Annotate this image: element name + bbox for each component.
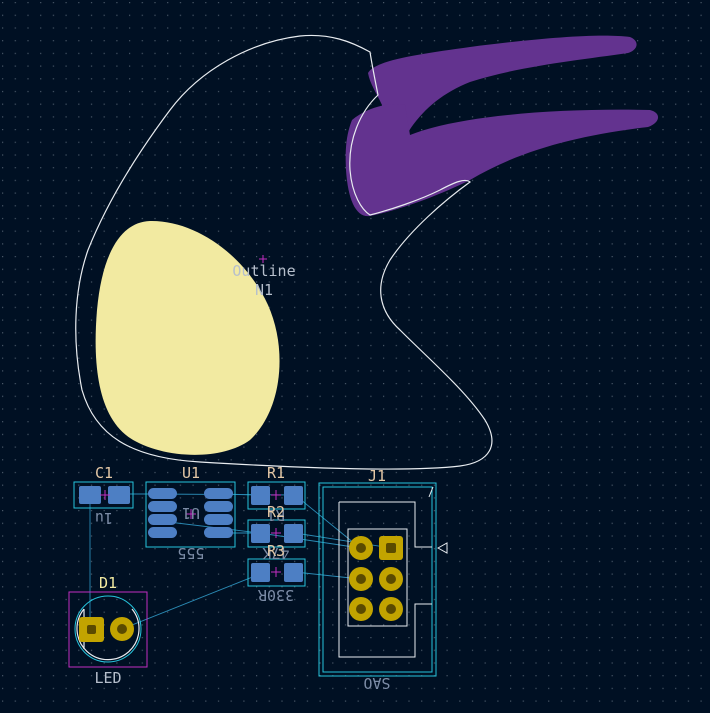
outline-ref-label: N1 <box>255 281 273 299</box>
u1-pad-1[interactable] <box>148 488 177 499</box>
u1-pad-7[interactable] <box>204 514 233 525</box>
u1-ref-back: U1 <box>182 504 200 522</box>
r2-pad-1[interactable] <box>251 524 270 543</box>
u1-pad-5[interactable] <box>204 488 233 499</box>
u1-pad-3[interactable] <box>148 514 177 525</box>
r1-pad-1[interactable] <box>251 486 270 505</box>
d1-ref-label: D1 <box>99 574 117 592</box>
r1-pad-2[interactable] <box>284 486 303 505</box>
footprint-j1[interactable]: J1 SAO <box>318 467 448 692</box>
outline-anchor-cross <box>259 255 267 263</box>
j1-ref-label: J1 <box>368 467 386 485</box>
footprint-r2[interactable]: R1 R2 <box>247 503 306 548</box>
r3-value-back: 330R <box>257 586 294 604</box>
u1-ref-label: U1 <box>182 464 200 482</box>
c1-pad-2[interactable] <box>108 486 130 504</box>
r3-ref-label: R3 <box>267 542 285 560</box>
j1-pins <box>349 536 403 621</box>
footprint-r3[interactable]: 47K R3 330R <box>247 542 306 604</box>
u1-pad-8[interactable] <box>204 527 233 538</box>
r2-ref-label: R2 <box>267 503 285 521</box>
ratsnest-lines <box>89 493 392 630</box>
c1-pad-1[interactable] <box>79 486 101 504</box>
u1-pad-4[interactable] <box>148 527 177 538</box>
footprint-c1[interactable]: C1 1u <box>73 464 134 527</box>
footprint-r1[interactable]: R1 <box>247 464 306 510</box>
c1-value-back: 1u <box>95 509 113 527</box>
silk-ear-upper[interactable] <box>368 35 637 147</box>
r1-ref-label: R1 <box>267 464 285 482</box>
j1-value-back: SAO <box>363 674 390 692</box>
outline-value-label: Outline <box>232 262 295 280</box>
d1-value-label: LED <box>94 669 121 687</box>
r3-pad-1[interactable] <box>251 563 270 582</box>
footprint-u1[interactable]: U1 U1 555 <box>145 464 236 562</box>
silk-egg[interactable] <box>95 220 280 455</box>
board-outline[interactable] <box>75 34 493 470</box>
silk-ear-lower[interactable] <box>345 103 659 217</box>
footprint-d1[interactable]: D1 LED <box>68 574 148 687</box>
u1-value-back: 555 <box>177 544 204 562</box>
u1-pad-6[interactable] <box>204 501 233 512</box>
r1-value-back: R1 <box>267 506 285 524</box>
c1-ref-label: C1 <box>95 464 113 482</box>
u1-pad-2[interactable] <box>148 501 177 512</box>
j1-pin1-marker <box>436 542 448 554</box>
r3-pad-2[interactable] <box>284 563 303 582</box>
r2-pad-2[interactable] <box>284 524 303 543</box>
r2-value-back: 47K <box>262 544 289 562</box>
